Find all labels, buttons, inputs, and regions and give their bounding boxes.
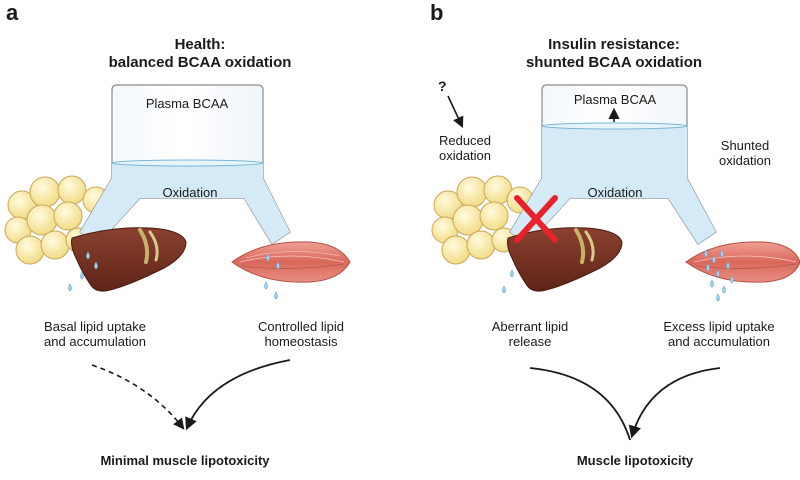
liver-b <box>507 227 623 292</box>
panel-a-title: Health: balanced BCAA oxidation <box>108 36 292 71</box>
plasma-vessel-a <box>79 84 291 245</box>
panel-b-left-outcome: Aberrant lipid release <box>491 319 569 350</box>
panel-a-right-outcome: Controlled lipid homeostasis <box>258 319 344 350</box>
panel-b-artwork <box>431 84 800 441</box>
blocked-oxidation-x <box>514 195 558 243</box>
panel-a-vessel-label: Plasma BCAA <box>145 96 229 111</box>
liver-a <box>71 227 187 292</box>
solid-arrow-a <box>185 359 291 431</box>
panel-a-letter: a <box>6 0 19 25</box>
panel-b-letter: b <box>430 0 444 25</box>
adipose-tissue-b <box>431 175 534 265</box>
reduced-oxidation-label: Reduced oxidation <box>438 133 492 164</box>
dashed-arrow-a <box>91 364 185 430</box>
plasma-vessel-b <box>509 84 717 245</box>
question-mark: ? <box>438 78 447 94</box>
panel-a-artwork <box>4 84 351 431</box>
panel-a-oxidation-label: Oxidation <box>162 185 218 200</box>
panel-a-final-outcome: Minimal muscle lipotoxicity <box>100 453 270 468</box>
panel-b-oxidation-label: Oxidation <box>587 185 643 200</box>
panel-b-right-outcome: Excess lipid uptake and accumulation <box>663 319 775 350</box>
droplets-b <box>502 249 734 302</box>
adipose-tissue-a <box>4 175 110 265</box>
shunted-oxidation-label: Shunted oxidation <box>718 138 772 169</box>
solid-arrow-b-left <box>529 367 631 441</box>
muscle-a <box>231 241 351 283</box>
droplets-a <box>68 251 280 300</box>
panel-b-vessel-label: Plasma BCAA <box>573 92 657 107</box>
panel-b-title: Insulin resistance: shunted BCAA oxidati… <box>525 36 703 71</box>
panel-b-final-outcome: Muscle lipotoxicity <box>576 453 694 468</box>
solid-arrow-b-right <box>628 367 721 439</box>
panel-a-left-outcome: Basal lipid uptake and accumulation <box>44 319 146 350</box>
question-arrow <box>447 95 464 129</box>
muscle-b <box>685 241 800 283</box>
